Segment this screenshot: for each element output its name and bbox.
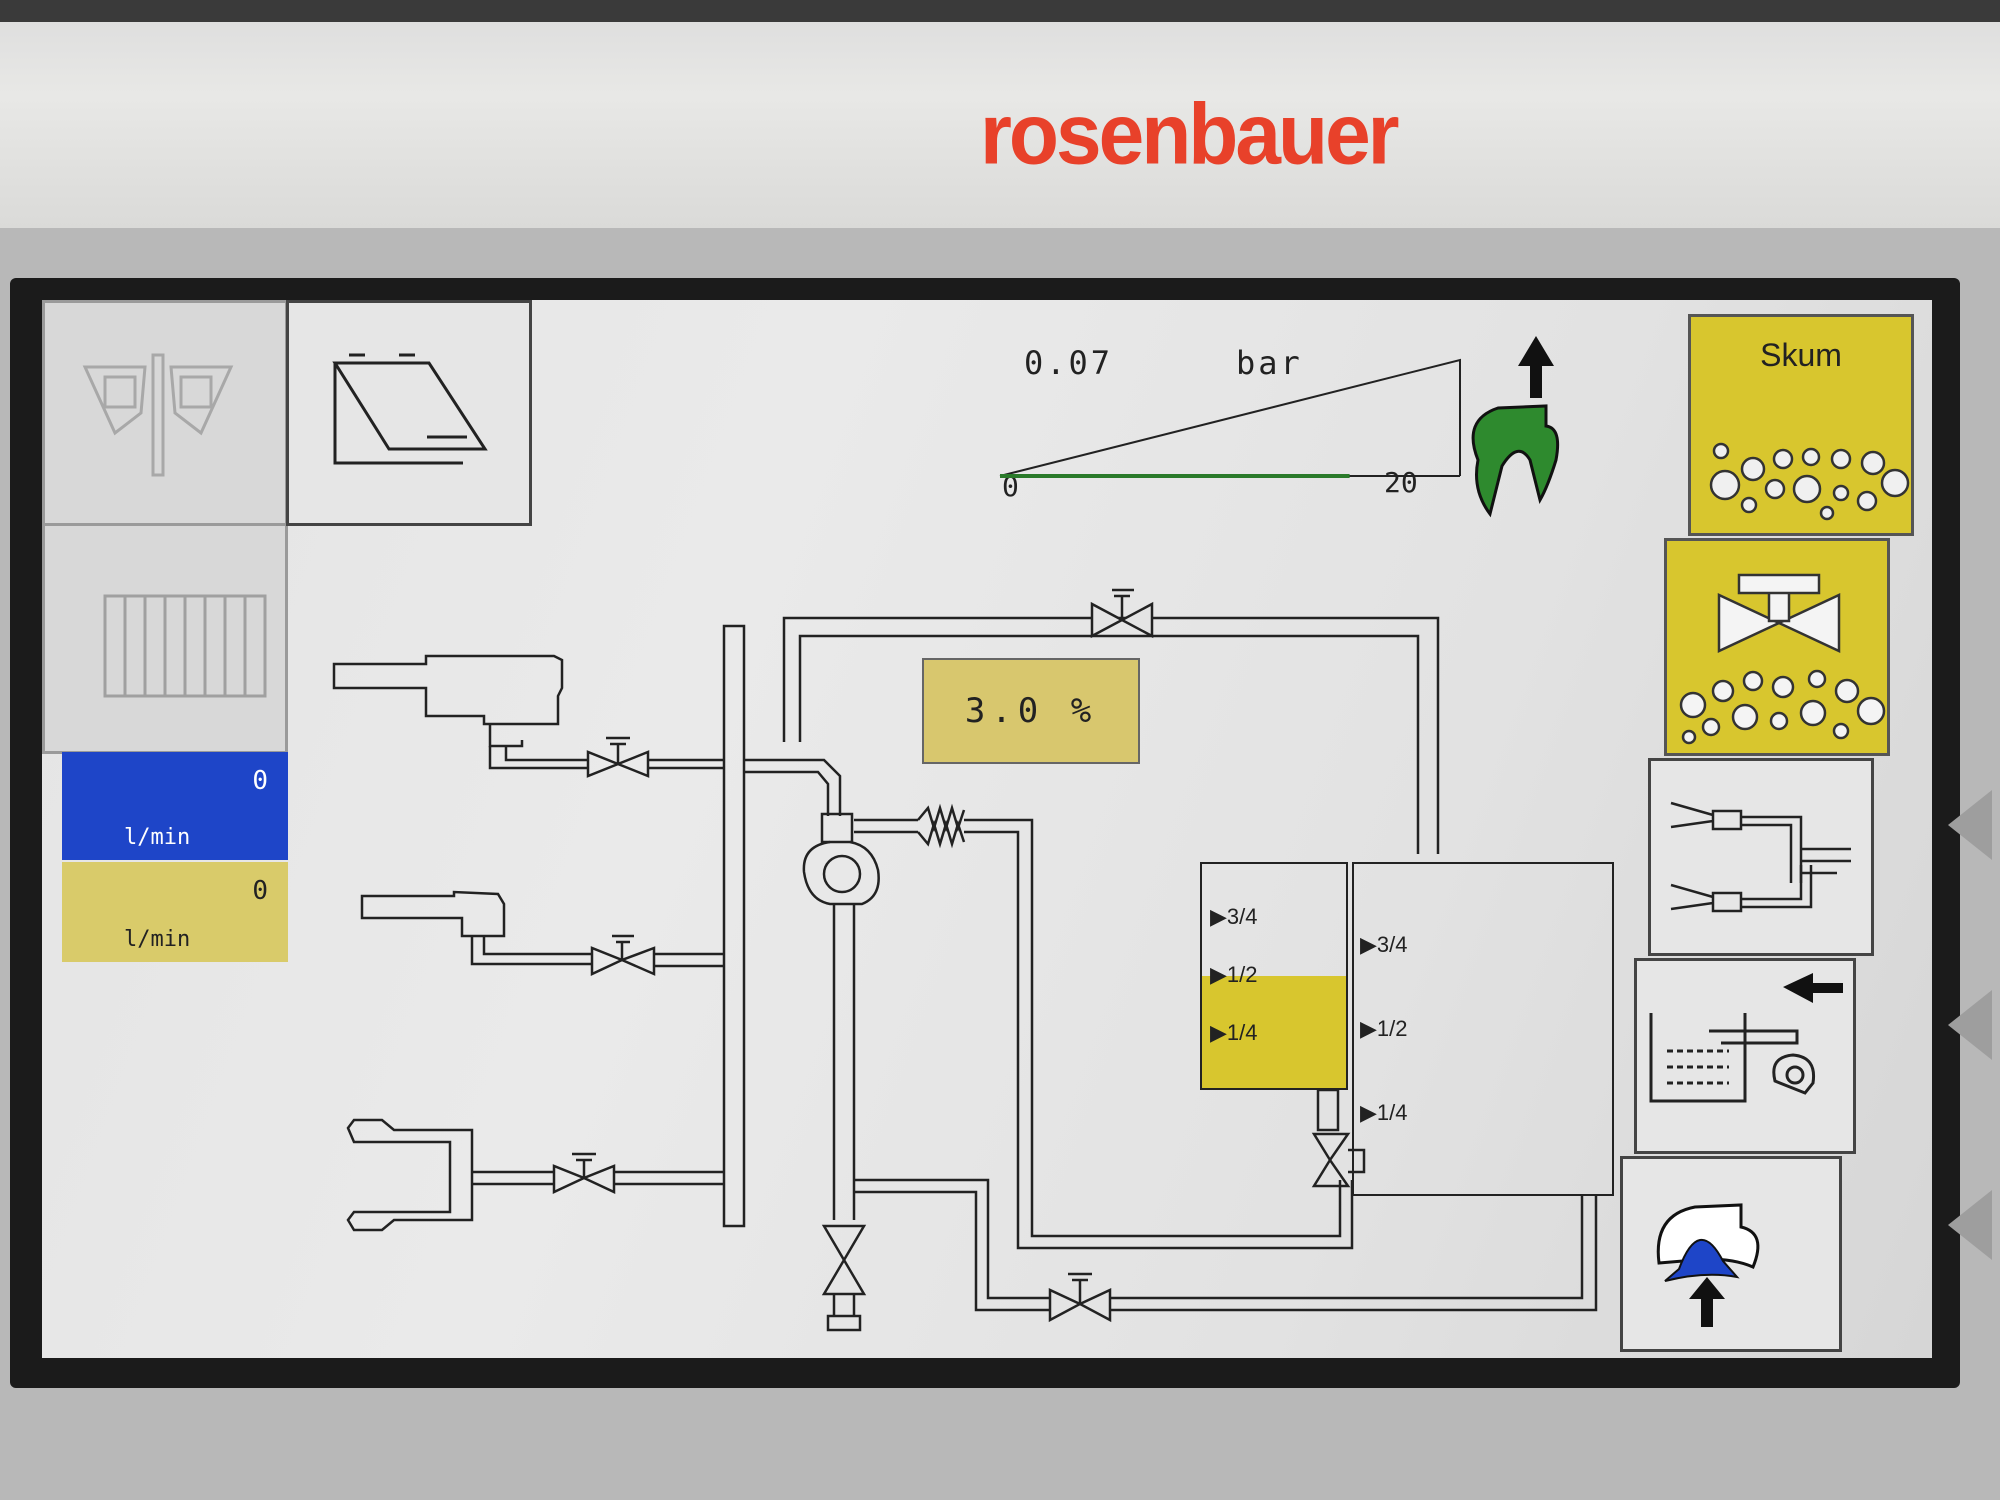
foam-tank: ▶3/4 ▶1/2 ▶1/4: [1200, 862, 1348, 1090]
skum-label: Skum: [1760, 337, 1842, 373]
pump-icon: [1656, 1203, 1760, 1327]
foam-tank-mark-12: ▶1/2: [1210, 962, 1258, 987]
foam-flow-unit: l/min: [124, 927, 191, 952]
display-toggle-button[interactable]: [286, 300, 532, 526]
water-flow-value: 0: [252, 766, 268, 796]
display-toggle-icon: [332, 353, 488, 465]
foam-tank-mark-14: ▶1/4: [1210, 1020, 1258, 1045]
hose-reel-button[interactable]: [42, 526, 288, 754]
pressure-min-label: 0: [1002, 470, 1019, 503]
foam-icon: [1709, 442, 1910, 521]
bezel-strip: [0, 0, 2000, 22]
water-tank-mark-14: ▶1/4: [1360, 1100, 1408, 1125]
pump-button[interactable]: [1620, 1156, 1842, 1352]
foam-flow-readout: 0 l/min: [62, 862, 288, 962]
pressure-value: 0.07: [1024, 344, 1114, 382]
device-bezel-top: rosenbauer: [0, 0, 2000, 240]
foam-percent-display[interactable]: 3.0 %: [922, 658, 1140, 764]
water-flow-readout: 0 l/min: [62, 752, 288, 860]
water-flow-unit: l/min: [124, 825, 191, 850]
foam-tank-mark-34: ▶3/4: [1210, 904, 1258, 929]
water-tank: ▶3/4 ▶1/2 ▶1/4: [1352, 862, 1614, 1196]
skum-button[interactable]: Skum: [1688, 314, 1914, 536]
water-tank-mark-12: ▶1/2: [1360, 1016, 1408, 1041]
foam-flow-value: 0: [252, 876, 268, 906]
tank-fill-icon: [1649, 973, 1843, 1103]
nozzles-icon: [1670, 801, 1851, 913]
tank-fill-button[interactable]: [1634, 958, 1856, 1154]
nozzles-button[interactable]: [1648, 758, 1874, 956]
foam-valve-button[interactable]: [1664, 538, 1890, 756]
foam-valve-icon: [1679, 573, 1886, 745]
hose-reel-icon: [103, 594, 267, 698]
monitor-button[interactable]: [42, 300, 288, 526]
water-tank-mark-34: ▶3/4: [1360, 932, 1408, 957]
brand-logo: rosenbauer: [980, 86, 1400, 183]
pressure-unit: bar: [1236, 344, 1303, 382]
water-monitor-icon: [82, 353, 234, 477]
foam-tank-level: [1202, 976, 1346, 1088]
hmi-screen: 0 l/min 0 l/min 0.07 bar 0 20: [42, 300, 1932, 1358]
pressure-max-label: 20: [1384, 466, 1418, 499]
pump-outlet-icon: [1471, 336, 1560, 518]
